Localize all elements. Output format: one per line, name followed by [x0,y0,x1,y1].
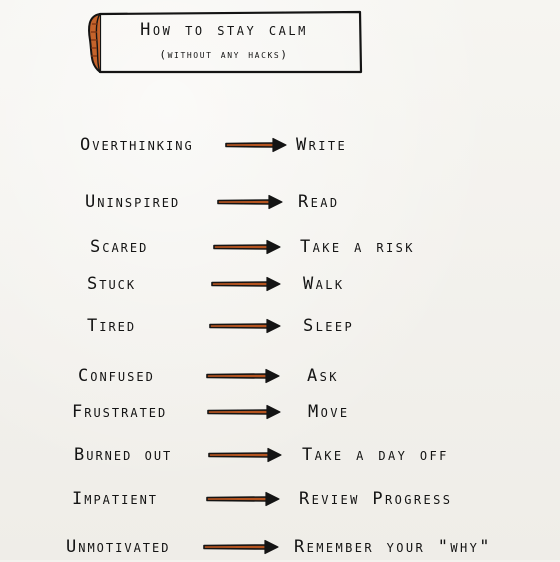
action-label: Read [298,192,340,212]
action-label: Sleep [303,316,355,336]
arrow-right-icon [206,491,280,507]
feeling-label: Unmotivated [66,537,171,557]
arrow-right-icon [208,447,282,463]
feeling-label: Burned out [74,445,173,465]
list-item: Confused Ask [0,361,560,391]
list-item: Scared Take a risk [0,232,560,262]
arrow-right-icon [209,318,281,334]
arrow-right-icon [225,137,287,153]
feeling-label: Impatient [72,489,159,509]
list-item: Frustrated Move [0,397,560,427]
title-banner: How to stay calm (without any hacks) [86,10,363,74]
list-item: Stuck Walk [0,269,560,299]
feeling-label: Tired [87,316,137,336]
action-label: Review Progress [299,489,453,509]
feeling-label: Uninspired [85,192,181,212]
feeling-label: Overthinking [80,135,194,155]
action-label: Take a risk [300,237,415,257]
arrow-right-icon [211,276,281,292]
list-item: Tired Sleep [0,311,560,341]
feeling-label: Frustrated [72,402,168,422]
arrow-right-icon [213,239,281,255]
action-label: Walk [303,274,345,294]
list-item: Overthinking Write [0,130,560,160]
list-item: Impatient Review Progress [0,484,560,514]
arrow-right-icon [217,194,283,210]
action-label: Move [308,402,350,422]
arrow-right-icon [206,368,280,384]
page-subtitle: (without any hacks) [159,48,289,61]
action-label: Ask [307,366,339,386]
list-item: Uninspired Read [0,187,560,217]
page-title: How to stay calm [140,20,308,40]
action-label: Take a day off [302,445,449,465]
list-item: Unmotivated Remember your "why" [0,532,560,562]
action-label: Write [296,135,348,155]
feeling-label: Stuck [87,274,137,294]
arrow-right-icon [203,539,279,555]
arrow-right-icon [207,404,281,420]
feeling-label: Confused [78,366,155,386]
action-label: Remember your "why" [294,537,492,557]
banner-roll-icon [88,10,363,74]
list-item: Burned out Take a day off [0,440,560,470]
feeling-label: Scared [90,237,149,257]
